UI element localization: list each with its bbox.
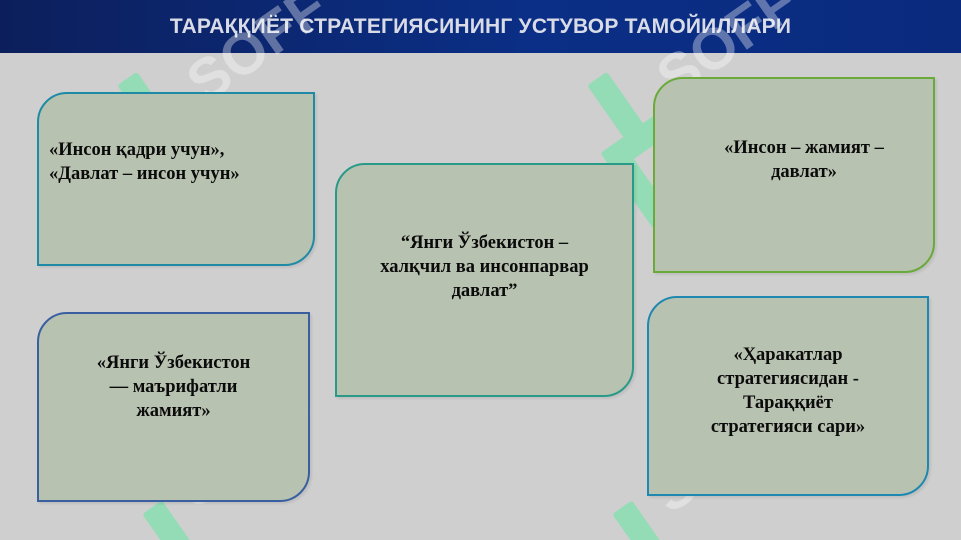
principle-card-action-to-development-strategy: «Ҳаракатлар стратегиясидан - Тараққиёт с… (647, 296, 929, 496)
card-line: давлат” (451, 281, 518, 301)
card-line: — маърифатли (109, 377, 238, 397)
card-line: халқчил ва инсонпарвар (380, 257, 589, 277)
card-line: стратегияси сари» (710, 417, 866, 437)
card-line: стратегиясидан - (717, 369, 859, 389)
card-line: “Янги Ўзбекистон – (400, 233, 569, 253)
card-line: «Ҳаракатлар (733, 345, 843, 365)
card-line: «Янги Ўзбекистон (96, 353, 251, 373)
slide-title: ТАРАҚҚИЁТ СТРАТЕГИЯСИНИНГ УСТУВОР ТАМОЙИ… (169, 14, 792, 38)
card-line: Тараққиёт (743, 393, 833, 413)
card-line: «Инсон қадри учун», (49, 140, 225, 160)
card-line: «Инсон – жамият – (724, 138, 884, 158)
card-line: жамият» (136, 401, 211, 421)
title-bar: ТАРАҚҚИЁТ СТРАТЕГИЯСИНИНГ УСТУВОР ТАМОЙИ… (0, 0, 961, 53)
principle-card-enlightened-society: «Янги Ўзбекистон — маърифатли жамият» (37, 312, 310, 502)
principle-card-human-society-state: «Инсон – жамият – давлат» (653, 77, 935, 273)
card-line: давлат» (771, 162, 837, 182)
principle-card-new-uzbekistan-people: “Янги Ўзбекистон – халқчил ва инсонпарва… (335, 163, 634, 397)
principle-card-human-dignity: «Инсон қадри учун», «Давлат – инсон учун… (37, 92, 315, 266)
card-line: «Давлат – инсон учун» (49, 164, 240, 184)
